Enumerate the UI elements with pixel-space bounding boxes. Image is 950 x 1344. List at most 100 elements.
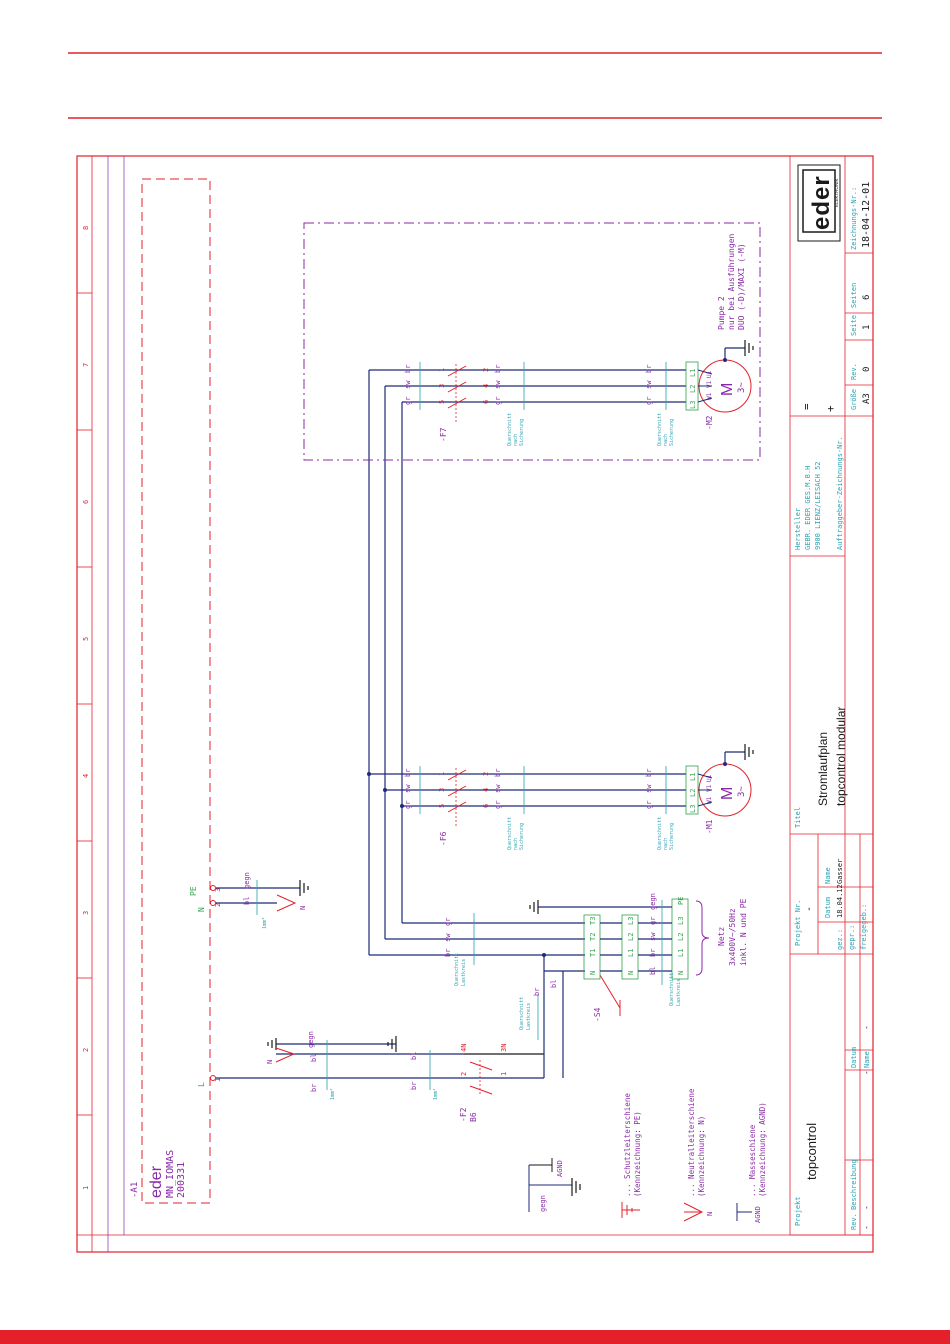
svg-text:3: 3 bbox=[214, 888, 222, 892]
svg-text:gegn: gegn bbox=[649, 893, 657, 910]
svg-text:1: 1 bbox=[214, 1078, 222, 1082]
svg-text:gegn: gegn bbox=[307, 1031, 315, 1048]
svg-text:3N: 3N bbox=[500, 1044, 508, 1052]
legend: AGND gegn ... Schutzleiterschiene (Kennz… bbox=[528, 1088, 767, 1223]
svg-text:Querschnitt: Querschnitt bbox=[657, 413, 663, 446]
svg-text:AGND: AGND bbox=[556, 1160, 564, 1177]
netz-label: Netz bbox=[717, 927, 726, 946]
svg-text:freigegeb.:: freigegeb.: bbox=[860, 904, 868, 950]
svg-text:5: 5 bbox=[438, 400, 446, 404]
svg-text:N: N bbox=[706, 1212, 714, 1216]
column-number: 3 bbox=[82, 911, 90, 915]
svg-text:L3: L3 bbox=[689, 805, 697, 813]
column-number: 7 bbox=[82, 363, 90, 367]
svg-text:GEBR. EDER GES.M.B.H: GEBR. EDER GES.M.B.H bbox=[804, 466, 812, 550]
svg-text:L2: L2 bbox=[627, 933, 635, 941]
svg-text:bl: bl bbox=[550, 980, 558, 988]
svg-text:Datum: Datum bbox=[824, 897, 832, 918]
svg-text:br: br bbox=[533, 988, 541, 996]
svg-text:gr: gr bbox=[404, 801, 412, 809]
svg-text:L2: L2 bbox=[677, 933, 685, 941]
f7-m2-branch: br sw gr br sw gr br sw gr 1 2 3 4 5 6 -… bbox=[303, 222, 761, 461]
svg-text:gez.:: gez.: bbox=[836, 929, 844, 950]
svg-text:gr: gr bbox=[404, 397, 412, 405]
svg-text:4N: 4N bbox=[460, 1044, 468, 1052]
svg-text:Projekt: Projekt bbox=[794, 1196, 802, 1226]
svg-text:Rev.: Rev. bbox=[850, 1213, 858, 1230]
column-number: 5 bbox=[82, 637, 90, 641]
svg-text:L1: L1 bbox=[627, 949, 635, 957]
svg-text:4: 4 bbox=[482, 788, 490, 792]
a1-code: 200331 bbox=[176, 1162, 187, 1198]
svg-text:br: br bbox=[310, 1084, 318, 1092]
svg-text:Seite: Seite bbox=[850, 315, 858, 336]
svg-text:L3: L3 bbox=[689, 401, 697, 409]
svg-text:br: br bbox=[410, 1082, 418, 1090]
column-number: 2 bbox=[82, 1048, 90, 1052]
pump2-option-box bbox=[303, 222, 761, 461]
svg-text:... Schutzleiterschiene: ... Schutzleiterschiene bbox=[623, 1093, 632, 1197]
svg-text:9900 LIENZ/LEISACH 52: 9900 LIENZ/LEISACH 52 bbox=[814, 461, 822, 550]
svg-text:PE: PE bbox=[677, 897, 685, 905]
svg-text:ELEKTRONIK: ELEKTRONIK bbox=[834, 178, 839, 207]
svg-text:M: M bbox=[719, 383, 736, 396]
svg-text:2: 2 bbox=[482, 368, 490, 372]
svg-text:sw: sw bbox=[404, 784, 412, 793]
svg-text:M: M bbox=[719, 787, 736, 800]
svg-text:sw: sw bbox=[649, 932, 657, 941]
svg-text:6: 6 bbox=[482, 400, 490, 404]
svg-text:Titel: Titel bbox=[794, 807, 802, 828]
svg-text:L1: L1 bbox=[689, 369, 697, 377]
revision: 0 bbox=[862, 367, 872, 372]
svg-text:Lastkreis: Lastkreis bbox=[526, 1003, 532, 1030]
svg-text:Querschnitt: Querschnitt bbox=[507, 817, 513, 850]
svg-text:V1: V1 bbox=[706, 784, 713, 792]
svg-text:Rev.: Rev. bbox=[850, 363, 858, 380]
svg-text:... Masseschiene: ... Masseschiene bbox=[748, 1124, 757, 1197]
column-number: 6 bbox=[82, 500, 90, 504]
a1-module-box bbox=[141, 178, 211, 1204]
m2-tag: -M2 bbox=[705, 415, 714, 430]
svg-text:1: 1 bbox=[500, 1072, 508, 1076]
eder-logo: eder ELEKTRONIK bbox=[797, 164, 841, 242]
svg-text:Sicherung: Sicherung bbox=[669, 823, 675, 850]
svg-text:gr: gr bbox=[444, 918, 452, 926]
svg-text:nach: nach bbox=[663, 838, 669, 850]
svg-text:N: N bbox=[589, 971, 597, 975]
svg-text:3~: 3~ bbox=[737, 786, 747, 797]
svg-text:br: br bbox=[444, 949, 452, 957]
svg-text:-: - bbox=[804, 906, 815, 912]
svg-text:6: 6 bbox=[482, 804, 490, 808]
svg-text:Größe: Größe bbox=[850, 389, 858, 410]
svg-text:L: L bbox=[197, 1082, 206, 1087]
svg-text:Name: Name bbox=[824, 867, 832, 884]
svg-text:Querschnitt: Querschnitt bbox=[657, 817, 663, 850]
drawn-by: Gasser bbox=[836, 859, 844, 884]
svg-text:T1: T1 bbox=[589, 949, 597, 957]
svg-text:3~: 3~ bbox=[737, 382, 747, 393]
svg-text:gr: gr bbox=[494, 801, 502, 809]
drawn-date: 18.04.12 bbox=[836, 884, 844, 918]
f7-tag: -F7 bbox=[439, 427, 448, 442]
svg-text:gr: gr bbox=[645, 801, 653, 809]
svg-text:N: N bbox=[197, 907, 206, 912]
svg-text:-: - bbox=[862, 1205, 871, 1210]
svg-text:Auftraggeber-Zeichnungs-Nr.: Auftraggeber-Zeichnungs-Nr. bbox=[836, 436, 844, 550]
svg-text:Datum: Datum bbox=[850, 1047, 858, 1068]
svg-text:V1: V1 bbox=[706, 380, 713, 388]
svg-text:Lastkreis: Lastkreis bbox=[676, 979, 682, 1006]
svg-text:1: 1 bbox=[438, 772, 446, 776]
svg-text:Sicherung: Sicherung bbox=[519, 823, 525, 850]
svg-text:br: br bbox=[649, 949, 657, 957]
main-supply: br sw gr Querschnitt Lastkreis br bl Que… bbox=[369, 893, 748, 1078]
svg-text:gr: gr bbox=[649, 917, 657, 925]
svg-text:Querschnitt: Querschnitt bbox=[454, 953, 460, 986]
svg-text:2: 2 bbox=[460, 1072, 468, 1076]
svg-text:sw: sw bbox=[404, 380, 412, 389]
f2-branch: L 1 N br bl gegn 1mm² br bl 1mm² 2 4N 1 … bbox=[197, 1031, 545, 1122]
page-count: 6 bbox=[862, 295, 872, 300]
svg-text:Projekt Nr.: Projekt Nr. bbox=[794, 900, 802, 946]
svg-text:N: N bbox=[677, 971, 685, 975]
svg-text:(Kennzeichnung: AGND): (Kennzeichnung: AGND) bbox=[758, 1102, 767, 1197]
